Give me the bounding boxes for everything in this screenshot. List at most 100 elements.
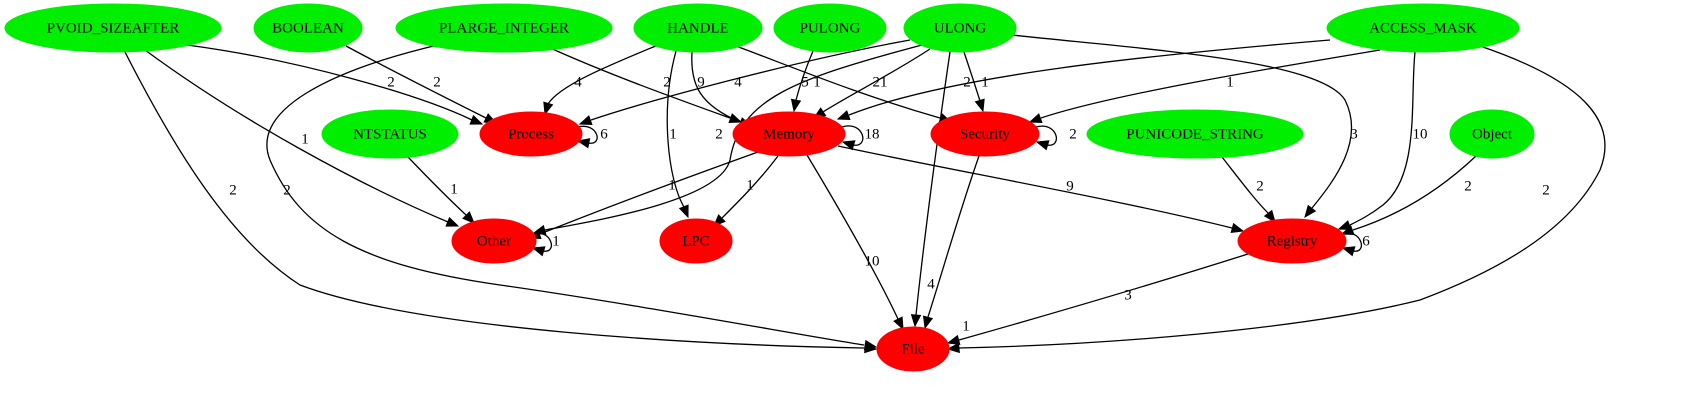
edge-line — [577, 125, 598, 144]
node-ntstatus[interactable]: NTSTATUS — [321, 109, 459, 159]
edge-registry-to-registry: 6 — [1341, 232, 1370, 257]
node-lpc[interactable]: LPC — [659, 218, 733, 264]
edge-weight-label: 18 — [865, 126, 880, 142]
edge-handle-to-process: 4 — [543, 44, 659, 116]
edge-line — [735, 45, 941, 119]
node-shape — [633, 3, 763, 53]
arrowhead — [1035, 140, 1050, 151]
arrowhead — [836, 110, 851, 120]
node-ulong[interactable]: ULONG — [903, 3, 1017, 53]
edge-weight-label: 4 — [927, 276, 935, 292]
node-shape — [732, 111, 846, 157]
node-shape — [659, 218, 733, 264]
edge-access-mask-to-file: 2 — [946, 45, 1606, 354]
edge-pvoid-sizeafter-to-file: 2 — [124, 51, 878, 354]
edge-ulong-to-memory: 21 — [812, 48, 931, 119]
edge-line — [539, 151, 759, 235]
edge-other-to-other: 1 — [531, 232, 560, 257]
edge-weight-label: 10 — [865, 253, 880, 269]
node-label: Memory — [763, 126, 815, 142]
edge-ulong-to-file: 4 — [910, 51, 951, 328]
edge-line — [1221, 156, 1269, 214]
node-label: ACCESS_MASK — [1369, 20, 1477, 36]
edge-line — [848, 39, 1331, 116]
node-label: File — [901, 341, 925, 357]
arrowhead — [578, 115, 593, 125]
edge-weight-label: 2 — [1069, 126, 1077, 142]
edge-plarge-integer-to-memory: 2 — [547, 46, 743, 123]
edge-line — [1011, 34, 1353, 209]
edge-weight-label: 9 — [1066, 178, 1074, 194]
edge-weight-label: 1 — [301, 131, 309, 147]
node-shape — [1326, 3, 1520, 53]
arrowhead — [1341, 246, 1356, 257]
edge-weight-label: 2 — [387, 74, 395, 90]
edge-line — [691, 51, 741, 123]
node-label: Security — [960, 126, 1010, 142]
edge-weight-label: 1 — [813, 74, 821, 90]
edge-line — [837, 145, 1233, 229]
arrowhead — [1028, 113, 1043, 123]
edge-handle-to-lpc: 1 — [666, 50, 689, 219]
edge-weight-label: 5 — [801, 74, 809, 90]
edge-weight-label: 2 — [283, 182, 291, 198]
edge-ulong-to-process: 4 — [578, 39, 911, 125]
edge-line — [266, 43, 865, 346]
arrowhead — [790, 98, 802, 113]
node-label: NTSTATUS — [353, 126, 427, 142]
edge-line — [721, 155, 779, 219]
node-process[interactable]: Process — [479, 111, 583, 157]
arrowhead — [1263, 209, 1276, 224]
edge-line — [1040, 49, 1381, 119]
node-label: Object — [1472, 126, 1513, 142]
edge-ntstatus-to-other: 1 — [407, 156, 475, 224]
node-pvoid-sizeafter[interactable]: PVOID_SIZEAFTER — [4, 3, 222, 53]
node-label: BOOLEAN — [272, 20, 344, 36]
nodes-layer: PVOID_SIZEAFTER BOOLEAN PLARGE_INTEGER HAND… — [4, 3, 1535, 372]
edge-line — [963, 51, 981, 102]
arrowhead — [576, 138, 591, 149]
arrowhead — [946, 334, 961, 346]
edge-weight-label: 1 — [450, 181, 458, 197]
node-file[interactable]: File — [876, 326, 950, 372]
edge-pulong-to-memory: 5 — [790, 50, 814, 113]
arrowhead — [922, 315, 934, 330]
edge-weight-label: 10 — [1413, 126, 1428, 142]
node-shape — [1449, 109, 1535, 159]
edge-weight-label: 2 — [433, 74, 441, 90]
node-pulong[interactable]: PULONG — [773, 3, 887, 53]
node-shape — [930, 111, 1040, 157]
edge-weight-label: 2 — [663, 74, 671, 90]
node-registry[interactable]: Registry — [1237, 218, 1347, 264]
node-security[interactable]: Security — [930, 111, 1040, 157]
node-shape — [773, 3, 887, 53]
edge-line — [795, 50, 814, 101]
node-object[interactable]: Object — [1449, 109, 1535, 159]
node-access-mask[interactable]: ACCESS_MASK — [1326, 3, 1520, 53]
arrowhead — [841, 140, 856, 151]
edge-weight-label: 3 — [1350, 126, 1358, 142]
edge-line — [1341, 232, 1363, 252]
node-plarge-integer[interactable]: PLARGE_INTEGER — [395, 3, 613, 53]
edge-line — [1349, 51, 1416, 226]
edge-line — [958, 45, 1606, 349]
edge-access-mask-to-memory: 2 — [836, 39, 1331, 120]
edge-access-mask-to-security: 1 — [1028, 49, 1381, 123]
edge-line — [186, 44, 473, 121]
edge-weight-label: 1 — [1226, 74, 1234, 90]
node-memory[interactable]: Memory — [732, 111, 846, 157]
node-label: Process — [508, 126, 554, 142]
node-boolean[interactable]: BOOLEAN — [253, 3, 363, 53]
edge-pvoid-sizeafter-to-process: 2 — [186, 44, 484, 125]
edge-line — [806, 154, 899, 320]
arrowhead — [893, 316, 904, 331]
node-other[interactable]: Other — [451, 218, 537, 264]
edge-ulong-to-registry: 3 — [1011, 34, 1358, 219]
node-label: Registry — [1267, 233, 1318, 249]
node-label: HANDLE — [667, 20, 729, 36]
edge-line — [144, 49, 449, 223]
node-punicode-string[interactable]: PUNICODE_STRING — [1086, 109, 1304, 159]
edge-line — [915, 51, 951, 316]
node-handle[interactable]: HANDLE — [633, 3, 763, 53]
